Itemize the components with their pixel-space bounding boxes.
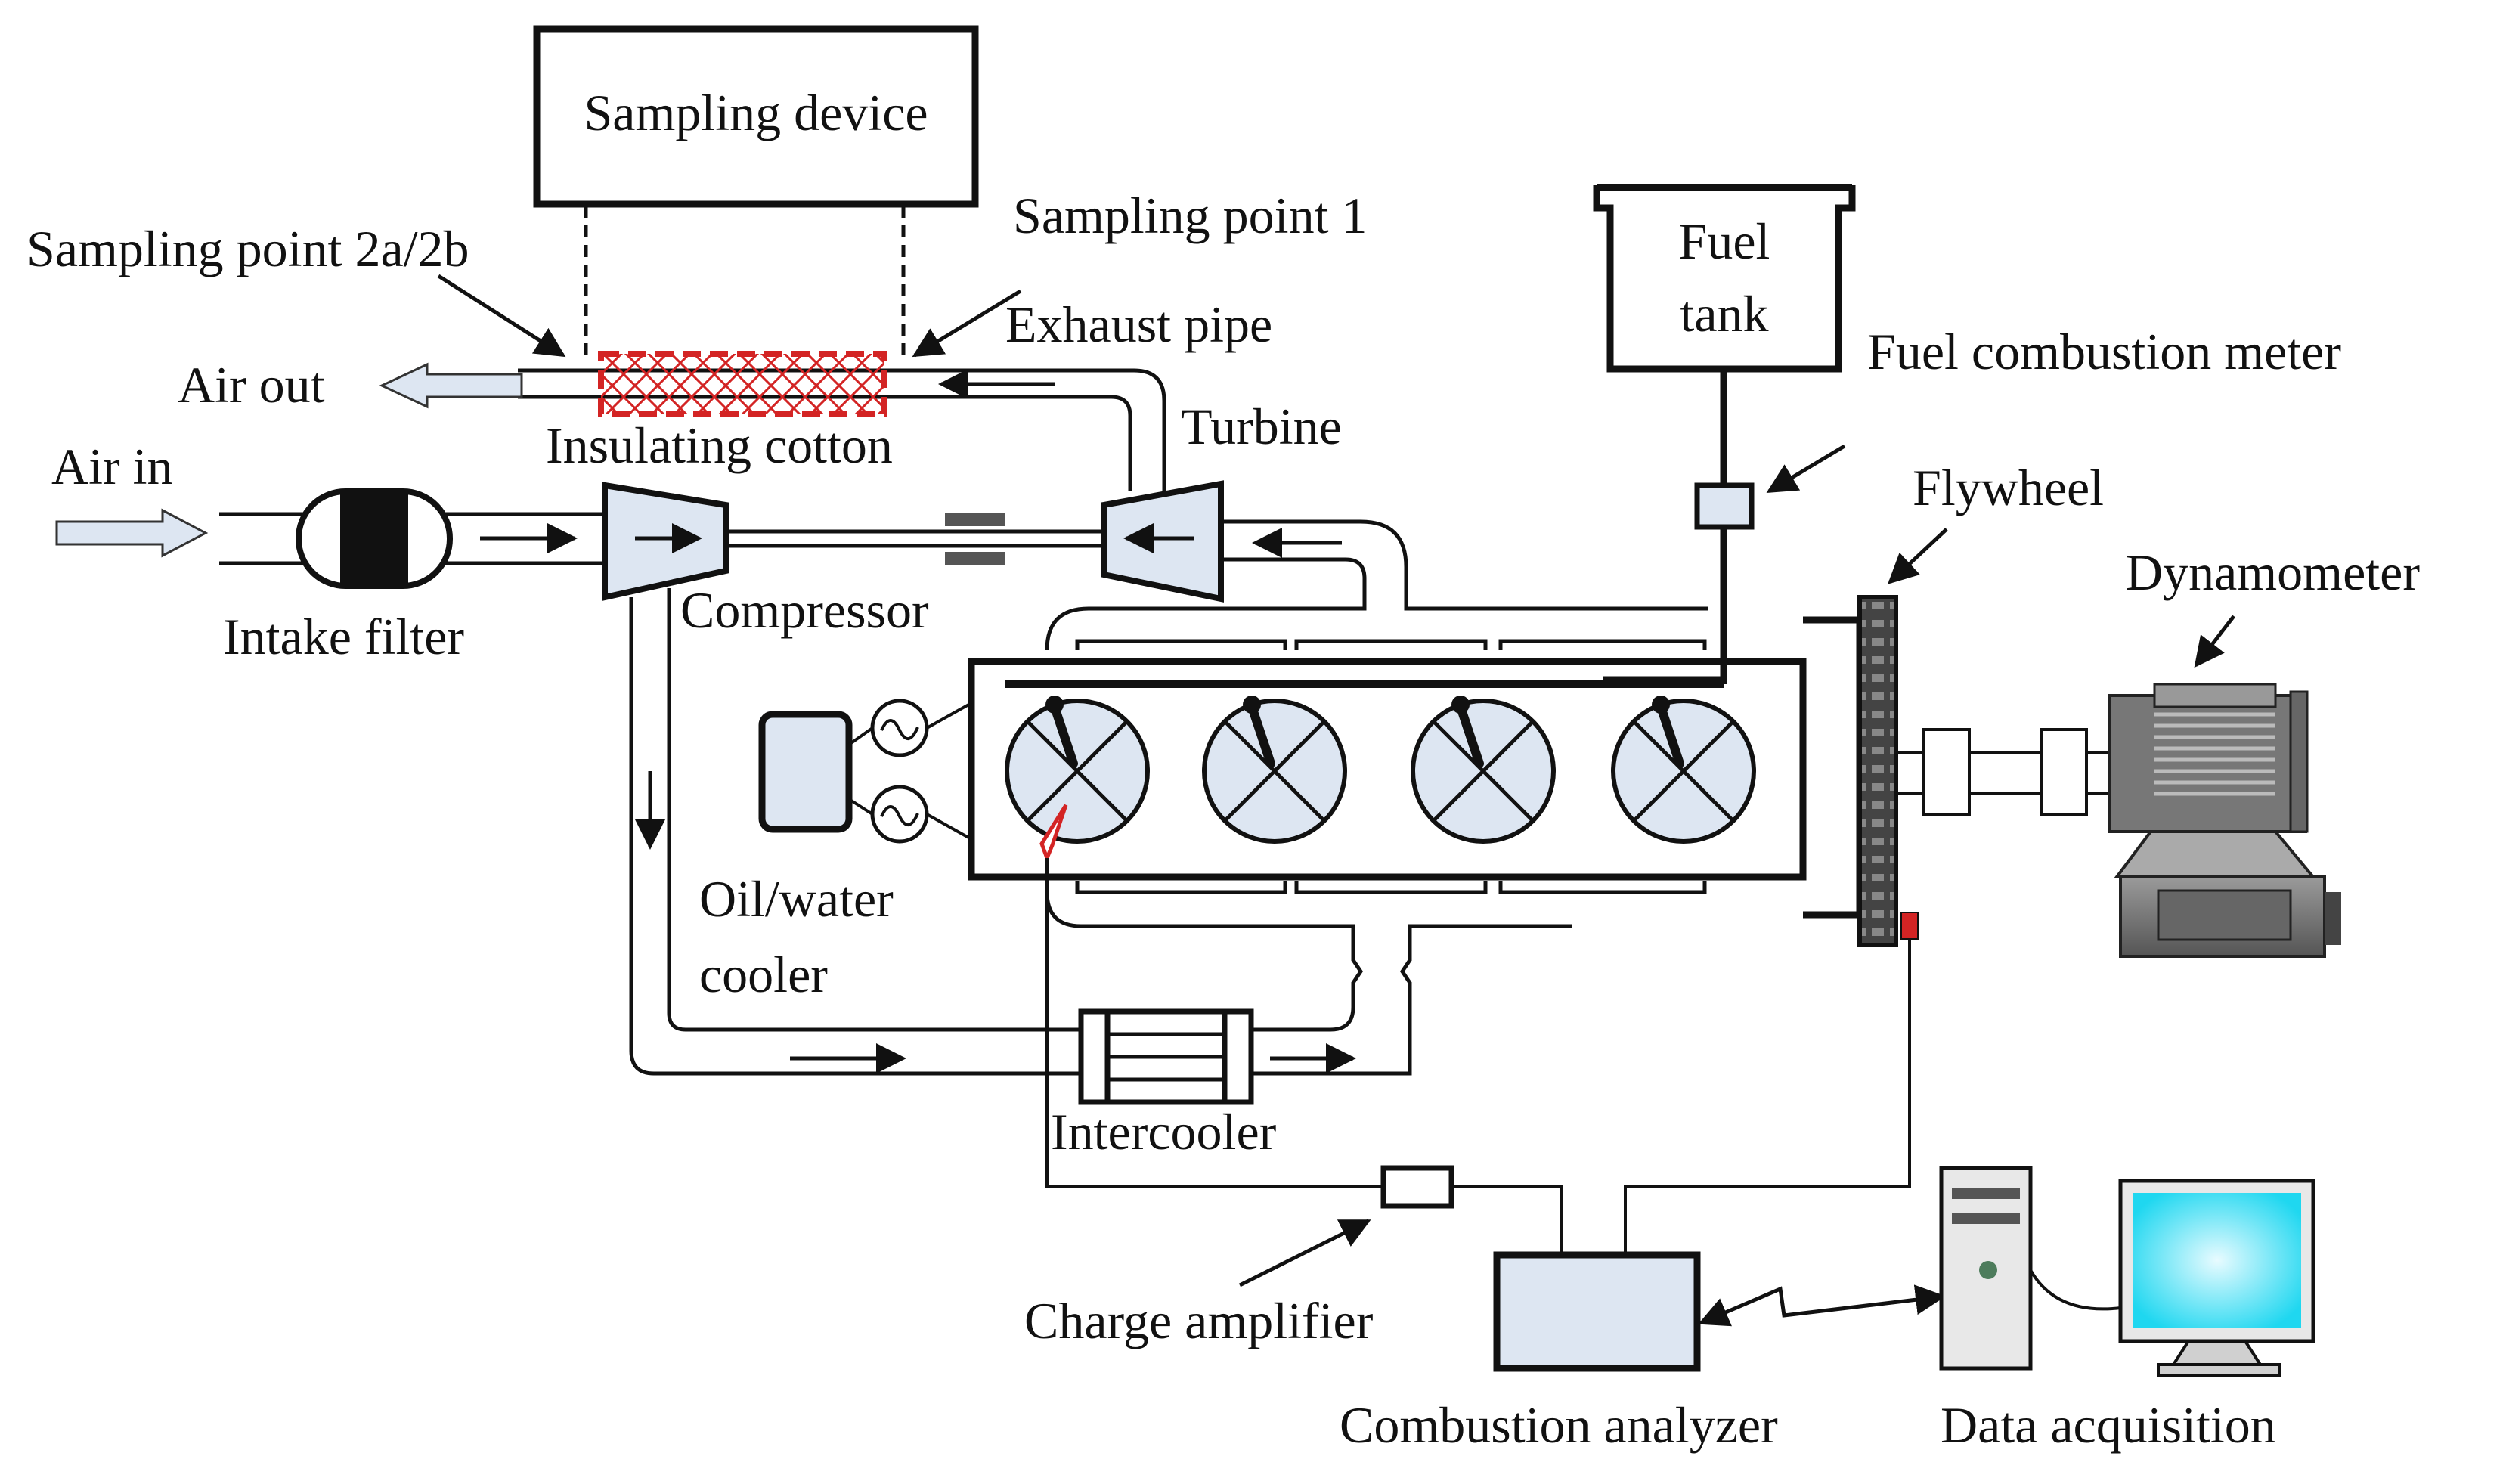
cylinder-4 bbox=[1611, 696, 1756, 844]
exhaust-manifold-outer bbox=[1221, 519, 1708, 611]
cylinder-2 bbox=[1202, 696, 1347, 844]
cylinder-3 bbox=[1411, 696, 1556, 844]
data-acquisition-label: Data acquisition bbox=[1941, 1396, 2276, 1454]
charge-amplifier bbox=[1380, 1165, 1454, 1209]
intake-filter-label: Intake filter bbox=[223, 608, 464, 665]
charge-amplifier-label: Charge amplifier bbox=[1024, 1292, 1374, 1349]
dynamometer-arrow bbox=[2194, 615, 2235, 668]
shaft-bearing-top bbox=[945, 513, 1005, 526]
sampling-point-2-arrow bbox=[437, 274, 566, 358]
pump-icon bbox=[847, 699, 972, 844]
combustion-analyzer-label: Combustion analyzer bbox=[1340, 1396, 1778, 1454]
charge-air-pipe-outer bbox=[629, 597, 1089, 1076]
sampling-device-label: Sampling device bbox=[584, 84, 928, 141]
exhaust-pipe-label: Exhaust pipe bbox=[1005, 296, 1272, 353]
exhaust-runners bbox=[1075, 639, 1707, 650]
oil-water-label-1: Oil/water bbox=[699, 870, 894, 928]
exhaust-manifold-inner bbox=[1045, 557, 1367, 651]
exhaust-pipe-upper bbox=[518, 368, 1166, 499]
oil-water-label-2: cooler bbox=[699, 946, 828, 1003]
intercooler bbox=[1078, 1008, 1254, 1105]
cylinder-1 bbox=[1005, 696, 1150, 844]
fuel-tank-label-1: Fuel bbox=[1679, 212, 1770, 270]
sampling-point-2-label: Sampling point 2a/2b bbox=[26, 220, 469, 277]
sampling-point-1-label: Sampling point 1 bbox=[1013, 187, 1367, 244]
charge-amplifier-arrow bbox=[1238, 1219, 1371, 1287]
crank-signal-wire bbox=[1624, 939, 1911, 1255]
intake-runners bbox=[1075, 881, 1707, 894]
fuel-meter bbox=[1694, 482, 1755, 530]
data-link bbox=[1698, 1284, 1946, 1327]
air-out-label: Air out bbox=[178, 356, 325, 414]
flywheel bbox=[1857, 595, 1898, 947]
fuel-meter-label: Fuel combustion meter bbox=[1867, 323, 2341, 380]
air-in-label: Air in bbox=[51, 438, 173, 495]
combustion-analyzer bbox=[1493, 1251, 1701, 1372]
sampling-device-box bbox=[533, 25, 979, 208]
flywheel-sensor bbox=[1900, 912, 1919, 940]
intake-manifold-outer bbox=[1251, 924, 1572, 1076]
exhaust-pipe-lower bbox=[518, 395, 1132, 491]
air-out-arrow bbox=[379, 362, 523, 409]
shaft-bearing-bottom bbox=[945, 552, 1005, 565]
charge-air-pipe-inner bbox=[667, 588, 1089, 1032]
monitor-cable bbox=[2029, 1269, 2121, 1311]
flywheel-housing bbox=[1803, 616, 1863, 919]
amplifier-to-analyzer-wire bbox=[1451, 1185, 1563, 1255]
turbine bbox=[1101, 480, 1224, 603]
coupling-1 bbox=[1922, 728, 1971, 816]
fuel-tank-label-2: tank bbox=[1680, 285, 1768, 342]
pressure-signal-wire bbox=[1045, 858, 1383, 1188]
dynamometer-label: Dynamometer bbox=[2126, 544, 2420, 601]
flywheel-arrow bbox=[1888, 528, 1948, 584]
monitor bbox=[2118, 1179, 2315, 1377]
coupling-2 bbox=[2040, 728, 2088, 816]
intercooler-label: Intercooler bbox=[1051, 1103, 1277, 1160]
fuel-meter-arrow bbox=[1766, 444, 1846, 494]
sampling-point-1-arrow bbox=[912, 289, 1022, 358]
intake-filter bbox=[296, 488, 453, 589]
intake-manifold-inner bbox=[1045, 881, 1364, 1032]
flywheel-label: Flywheel bbox=[1913, 459, 2104, 516]
turbine-label: Turbine bbox=[1181, 398, 1342, 455]
computer-tower bbox=[1939, 1166, 2033, 1371]
compressor-label: Compressor bbox=[680, 581, 929, 639]
oil-water-cooler bbox=[758, 711, 853, 833]
compressor bbox=[602, 482, 729, 601]
insulating-cotton-label: Insulating cotton bbox=[546, 417, 893, 474]
dynamometer bbox=[2108, 683, 2341, 958]
air-in-arrow bbox=[55, 508, 209, 558]
insulating-cotton bbox=[598, 351, 887, 417]
